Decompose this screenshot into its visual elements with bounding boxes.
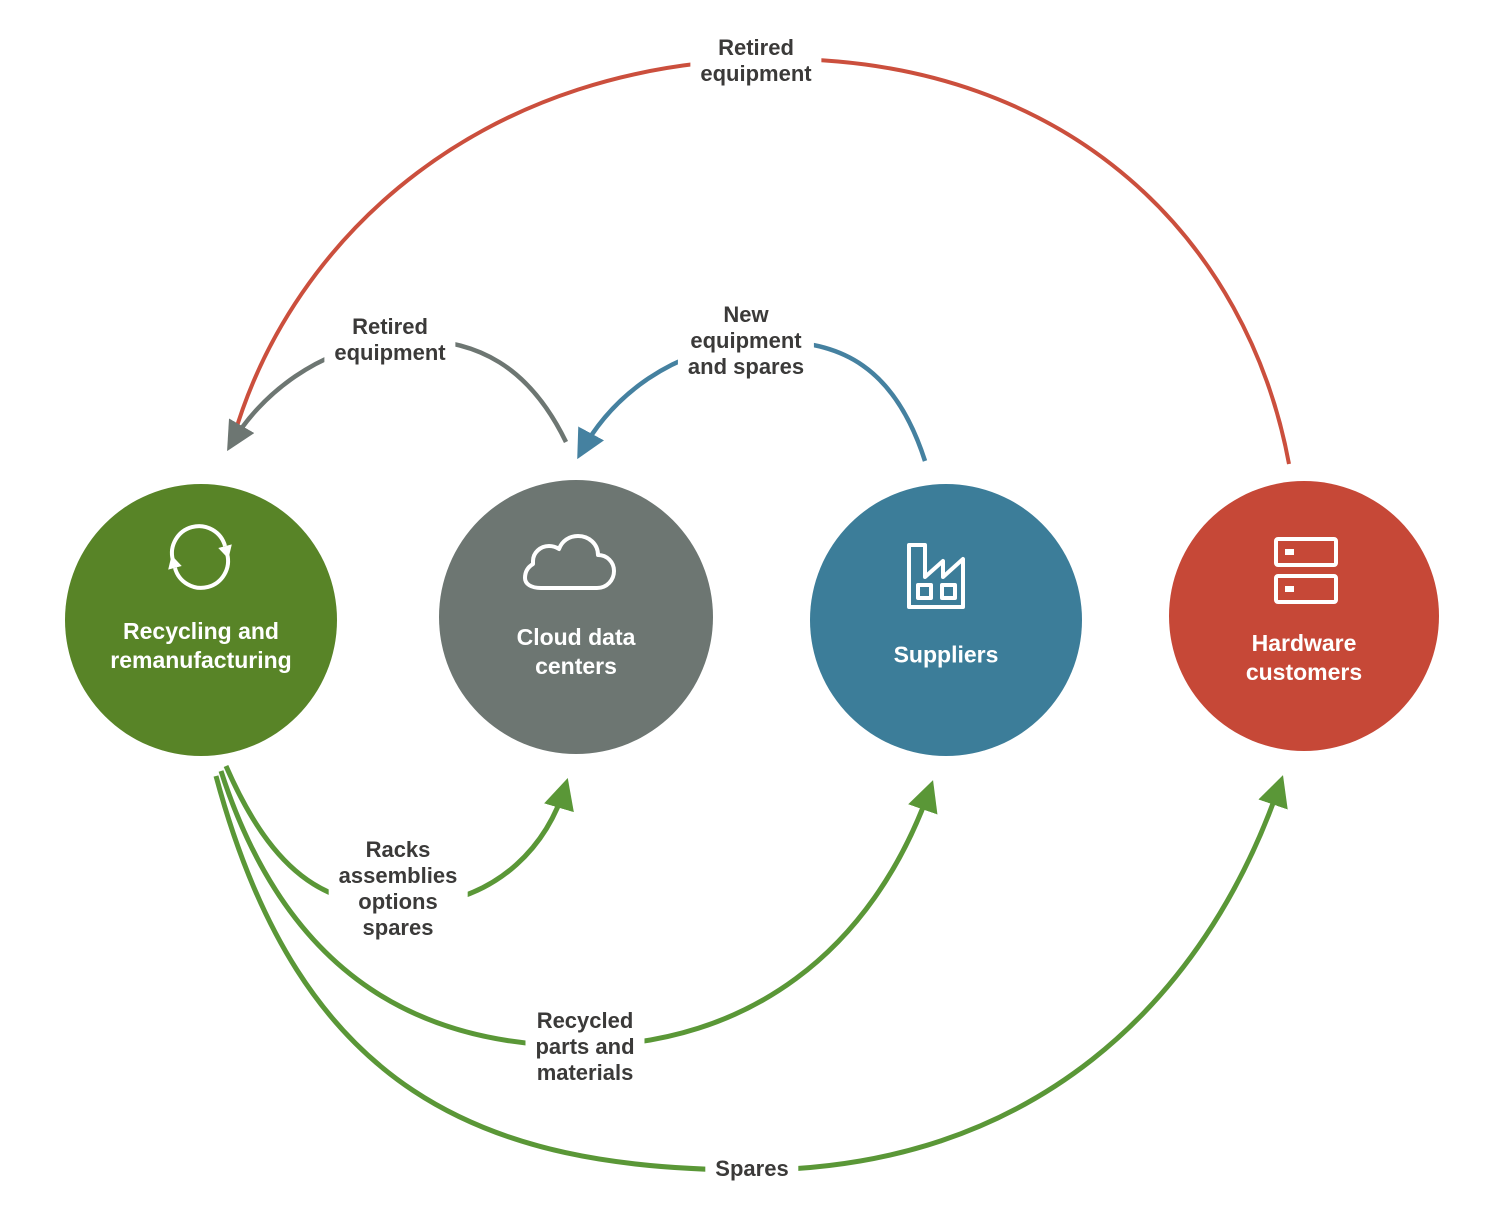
edge-label-new-equipment-and-spares: New equipment and spares <box>677 300 815 382</box>
edge-retired-equipment-outer <box>232 56 1291 465</box>
cloud-icon <box>523 534 616 590</box>
node-customers-circle <box>1169 481 1439 751</box>
node-label-recycling-and-remanufacturing: Recycling and remanufacturing <box>110 618 292 673</box>
node-cloud-circle <box>439 480 713 754</box>
server-rack-icon <box>1274 537 1338 604</box>
recycle-icon <box>168 524 232 590</box>
edge-recycled-parts-and-materials <box>218 770 938 1049</box>
node-label-suppliers: Suppliers <box>893 641 999 668</box>
edge-label-racks-assemblies-options-spares: Racks assemblies options spares <box>328 835 468 943</box>
node-suppliers-circle <box>810 484 1082 756</box>
edge-label-spares: Spares <box>705 1154 799 1184</box>
edge-label-retired-equipment-inner: Retired equipment <box>324 312 456 368</box>
node-recycling-circle <box>65 484 337 756</box>
edge-label-recycled-parts-and-materials: Recycled parts and materials <box>525 1006 645 1088</box>
factory-icon <box>907 543 965 609</box>
node-label-hardware-customers: Hardware customers <box>1245 630 1363 685</box>
node-label-cloud-data-centers: Cloud data centers <box>516 624 636 679</box>
edge-label-retired-equipment-outer: Retired equipment <box>690 33 822 89</box>
